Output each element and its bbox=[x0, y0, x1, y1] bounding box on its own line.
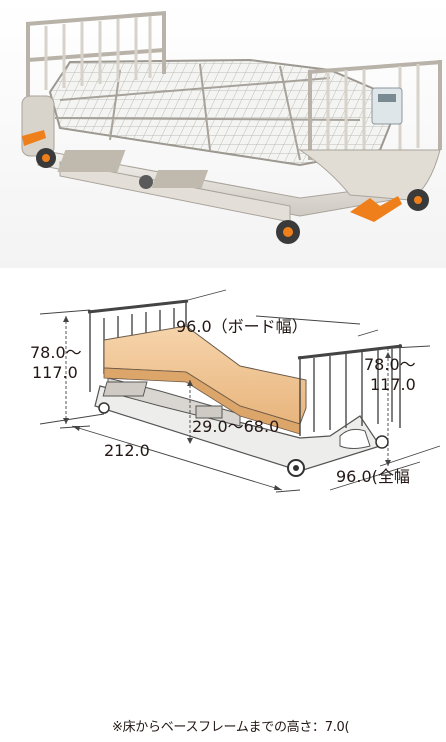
deck-height-label: 29.0～68.0 bbox=[192, 417, 279, 436]
base-frame-height-note: ※床からベースフレームまでの高さ：7.0( bbox=[112, 720, 350, 735]
product-photo bbox=[0, 0, 446, 268]
total-width-label: 96.0(全幅 bbox=[336, 467, 410, 486]
dimension-diagram: 78.0～ 117.0 96.0（ボード幅） 78.0～ 117.0 29.0～… bbox=[0, 289, 446, 506]
total-length-label: 212.0 bbox=[104, 441, 150, 460]
height-left-max-label: 117.0 bbox=[32, 363, 78, 382]
control-panel bbox=[371, 87, 403, 125]
hospital-bed-photo bbox=[0, 0, 446, 268]
board-width-label: 96.0（ボード幅） bbox=[176, 317, 308, 336]
height-right-max-label: 117.0 bbox=[370, 375, 416, 394]
caster-wheels bbox=[36, 148, 429, 244]
orange-pedal-right bbox=[350, 196, 402, 222]
height-right-min-label: 78.0～ bbox=[364, 355, 416, 374]
height-left-min-label: 78.0～ bbox=[30, 343, 82, 362]
bed-dimension-drawing: 78.0～ 117.0 96.0（ボード幅） 78.0～ 117.0 29.0～… bbox=[30, 289, 441, 493]
orange-lever-left bbox=[22, 130, 46, 146]
